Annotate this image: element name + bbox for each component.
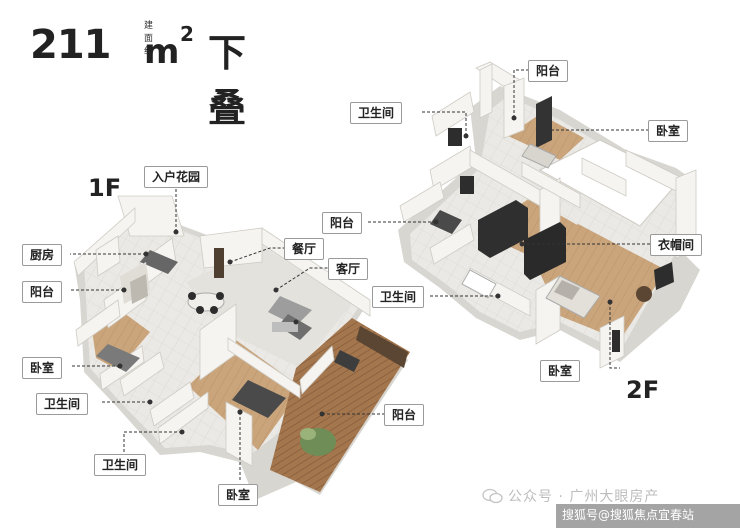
area-note: 建面约 <box>144 21 154 57</box>
floor-label-1f: 1F <box>88 174 122 202</box>
label-dining: 餐厅 <box>284 238 325 260</box>
floor-label-2f: 2F <box>626 376 660 404</box>
label-balcony-1f-left: 阳台 <box>22 281 63 303</box>
label-bedroom-1f-bottom: 卧室 <box>218 484 259 506</box>
area-unit-sup: 2 <box>180 22 194 46</box>
first-floor-model <box>73 195 410 500</box>
label-bathroom-1f-1: 卫生间 <box>36 393 89 415</box>
label-bathroom-2f-mid: 卫生间 <box>372 286 425 308</box>
label-bedroom-1f-left: 卧室 <box>22 357 63 379</box>
leader-lines <box>70 69 650 482</box>
label-kitchen: 厨房 <box>22 244 63 266</box>
label-entry-garden: 入户花园 <box>144 166 209 188</box>
area-number: 211 <box>30 22 111 68</box>
watermark-text: 公众号 · 广州大眼房产 <box>508 489 660 505</box>
label-balcony-2f-mid: 阳台 <box>322 212 363 234</box>
label-bedroom-2f-bottom: 卧室 <box>540 360 581 382</box>
source-bar <box>556 504 740 528</box>
unit-type: 下叠 <box>208 31 247 130</box>
source-text: 搜狐号@搜狐焦点宜春站 <box>562 508 695 522</box>
label-balcony-1f-right: 阳台 <box>384 404 425 426</box>
label-balcony-2f-top: 阳台 <box>528 60 569 82</box>
leader-dots <box>117 115 613 435</box>
area-unit: m <box>144 32 180 72</box>
label-cloakroom: 衣帽间 <box>650 234 703 256</box>
wechat-icon <box>482 488 503 504</box>
label-bathroom-1f-2: 卫生间 <box>94 454 147 476</box>
label-bedroom-2f-top: 卧室 <box>648 120 689 142</box>
second-floor-model <box>398 61 700 369</box>
label-living: 客厅 <box>328 258 369 280</box>
label-bathroom-2f-top: 卫生间 <box>350 102 403 124</box>
